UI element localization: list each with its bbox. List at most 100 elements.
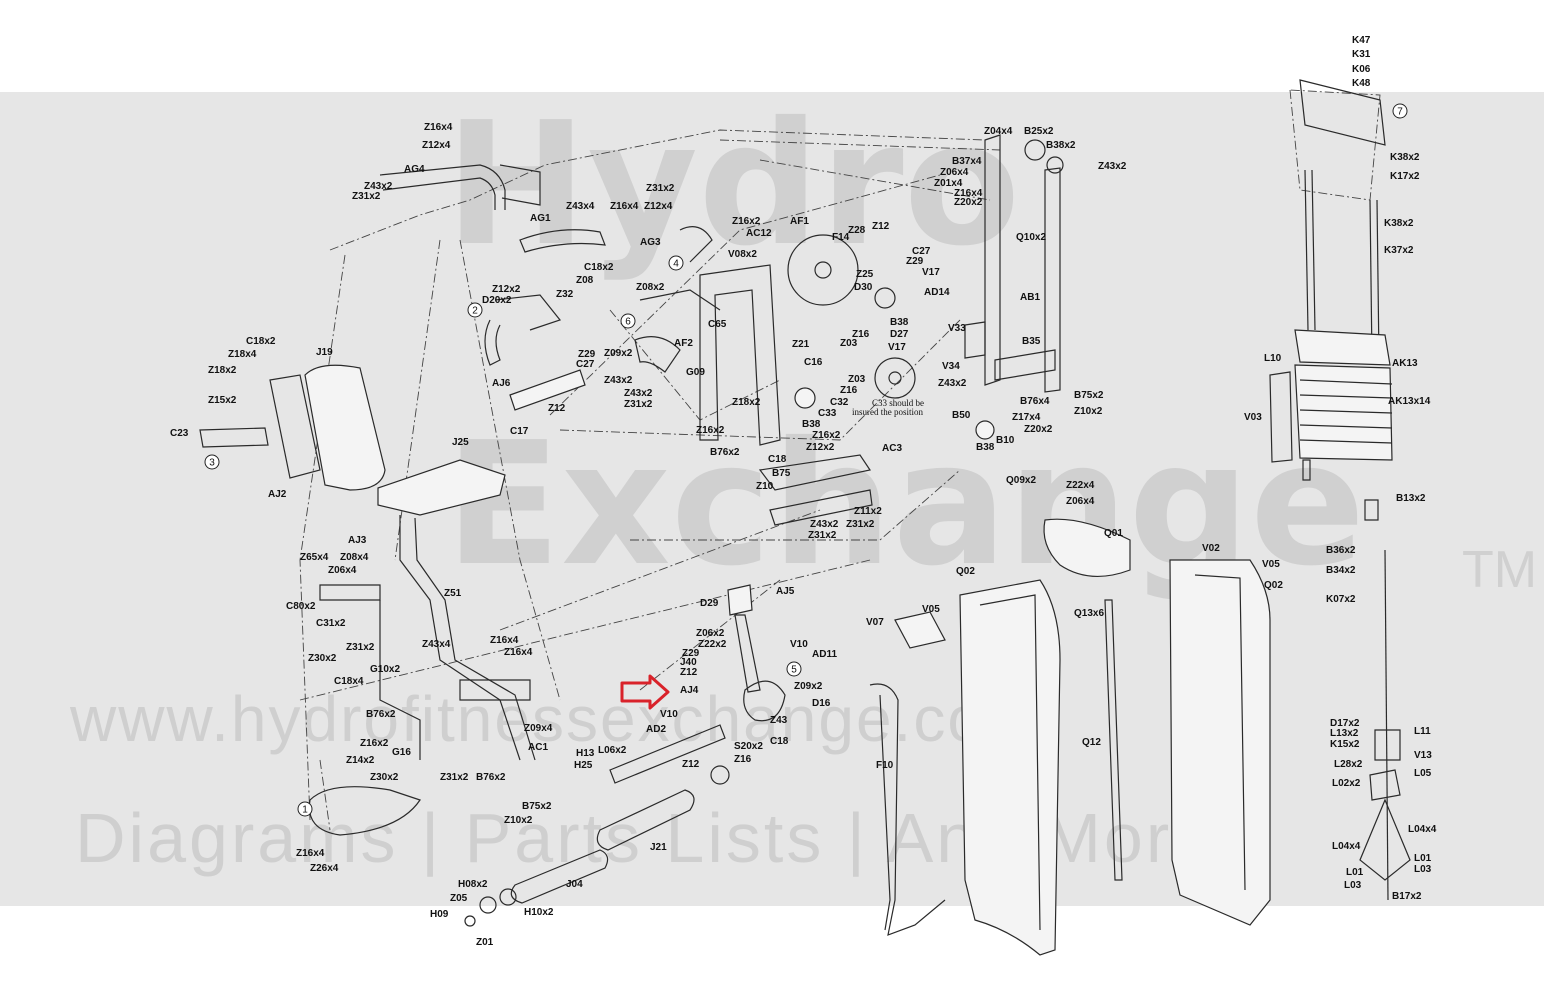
part-label: Z12x4 (644, 201, 673, 212)
part-label: C18x2 (584, 262, 614, 273)
part-label: D29 (700, 598, 719, 609)
part-label: Z16 (734, 754, 752, 765)
part-label: C32 (830, 397, 849, 408)
part-label: Z11x2 (854, 506, 882, 517)
watermark-trademark: TM (1462, 541, 1538, 599)
part-label: J19 (316, 347, 333, 358)
part-label: Q02 (956, 566, 975, 577)
part-label: S20x2 (734, 741, 763, 752)
part-label: J04 (566, 879, 583, 890)
part-label: AJ6 (492, 378, 511, 389)
part-label: D16 (812, 698, 831, 709)
part-label: Q10x2 (1016, 232, 1046, 243)
callout-7: 7 (1397, 107, 1403, 118)
part-label: Q01 (1104, 528, 1123, 539)
part-label: K17x2 (1390, 171, 1420, 182)
part-label: Z09x2 (604, 348, 633, 359)
part-label: Z29 (682, 648, 700, 659)
part-label: Z16x2 (812, 430, 841, 441)
part-label: B37x4 (952, 156, 982, 167)
part-label: F14 (832, 232, 850, 243)
part-label: F10 (876, 760, 894, 771)
part-label: C18x4 (334, 676, 364, 687)
part-label: Z09x4 (524, 723, 553, 734)
part-label: AJ5 (776, 586, 795, 597)
leg-developer-assembly (464, 584, 786, 927)
part-label: AC1 (528, 742, 548, 753)
part-label: L10 (1264, 353, 1282, 364)
part-label: Z12 (872, 221, 890, 232)
part-label: C27 (912, 246, 931, 257)
part-label: B35 (1022, 336, 1041, 347)
part-label: B75x2 (1074, 390, 1104, 401)
part-label: AK13x14 (1388, 396, 1431, 407)
part-label: AF2 (674, 338, 693, 349)
part-label: AG4 (404, 164, 425, 175)
part-label: L03 (1414, 864, 1432, 875)
watermark-brand-top: Hydro (445, 86, 1021, 284)
callout-4: 4 (673, 259, 679, 270)
callout-2: 2 (472, 306, 478, 317)
part-label: Z43x2 (604, 375, 633, 386)
part-label: L13x2 (1330, 728, 1359, 739)
part-label: Z28 (848, 225, 866, 236)
part-label: B38 (890, 317, 909, 328)
note-line-2: insured the position (852, 407, 923, 417)
part-label: C65 (708, 319, 727, 330)
part-label: Z12x2 (806, 442, 835, 453)
part-label: K06 (1352, 64, 1371, 75)
part-label: Z06x4 (328, 565, 357, 576)
part-label: V07 (866, 617, 884, 628)
part-label: Q09x2 (1006, 475, 1036, 486)
watermark-band (0, 92, 1544, 906)
part-label: Z10 (756, 481, 774, 492)
part-label: Z31x2 (352, 191, 381, 202)
part-label: Z16x4 (954, 188, 983, 199)
part-label: B75x2 (522, 801, 552, 812)
part-label: L04x4 (1408, 824, 1437, 835)
part-label: Z16x4 (504, 647, 533, 658)
part-label: C33 (818, 408, 837, 419)
part-label: C31x2 (316, 618, 346, 629)
part-label: Z08x4 (340, 552, 369, 563)
part-label: D20x2 (482, 295, 512, 306)
part-label: Z16x2 (732, 216, 761, 227)
part-label: Z12 (682, 759, 700, 770)
part-label: K38x2 (1390, 152, 1420, 163)
part-label: Z12x2 (492, 284, 521, 295)
part-label: AJ2 (268, 489, 287, 500)
part-label: V10 (790, 639, 808, 650)
part-label: Z16 (852, 329, 870, 340)
note-line-1: C33 should be (872, 398, 924, 408)
part-label: Z20x2 (954, 197, 983, 208)
part-label: Z01x4 (934, 178, 963, 189)
part-label: Z43 (770, 715, 788, 726)
part-label: L01 (1414, 853, 1432, 864)
part-label: AD11 (812, 649, 837, 660)
part-label: B36x2 (1326, 545, 1356, 556)
part-label: H10x2 (524, 907, 554, 918)
part-label: B10 (996, 435, 1015, 446)
part-label: G09 (686, 367, 705, 378)
part-label: L28x2 (1334, 759, 1363, 770)
part-label: AC3 (882, 443, 902, 454)
part-label: B34x2 (1326, 565, 1356, 576)
part-label: D30 (854, 282, 873, 293)
part-label: Q12 (1082, 737, 1101, 748)
part-label: G10x2 (370, 664, 400, 675)
part-label: Z16x4 (610, 201, 639, 212)
part-label: Z14x2 (346, 755, 375, 766)
part-label: Z43x2 (810, 519, 839, 530)
part-label: C17 (510, 426, 529, 437)
part-label: K37x2 (1384, 245, 1414, 256)
part-label: K38x2 (1384, 218, 1414, 229)
part-label: V17 (888, 342, 906, 353)
part-label: Z43x2 (1098, 161, 1127, 172)
part-label: L11 (1414, 726, 1431, 737)
shroud-panels (869, 518, 1271, 956)
part-label: B50 (952, 410, 971, 421)
part-label: C16 (804, 357, 823, 368)
part-label: Z43x4 (566, 201, 595, 212)
